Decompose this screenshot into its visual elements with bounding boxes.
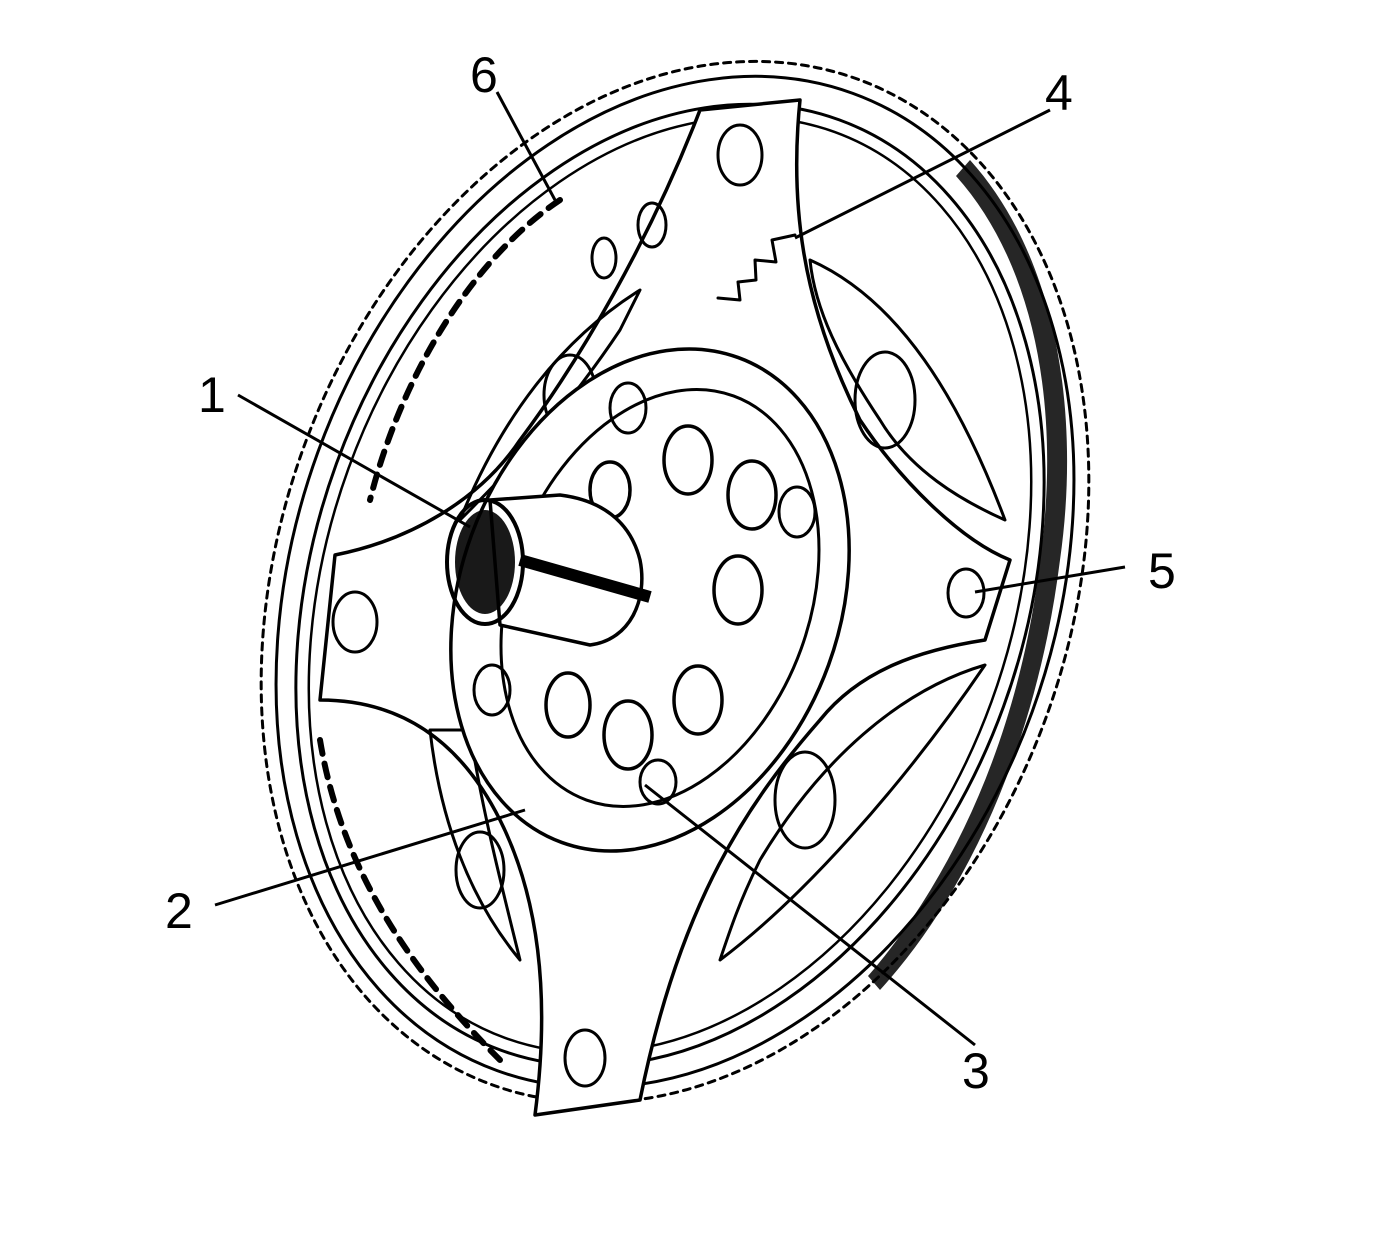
arm-hole-right: [946, 567, 986, 619]
leader-line-6: [495, 91, 557, 201]
callout-labels: 1 2 3 4 5 6: [165, 47, 1176, 1099]
crank-bolts: [544, 424, 778, 771]
callout-6: 6: [470, 47, 498, 103]
pilot-sleeve: [445, 493, 652, 647]
arm-hole-bottom: [563, 1028, 607, 1088]
leader-line-2: [214, 808, 526, 907]
plate-hole-b: [590, 236, 618, 280]
ring-gear-shaded-teeth: [868, 160, 1068, 990]
pilot-sleeve-slot: [518, 554, 652, 603]
weld-line-lower: [317, 737, 503, 1063]
leader-line-1: [237, 393, 471, 529]
arm-hole-top: [716, 123, 764, 187]
hub: [445, 347, 851, 853]
leader-line-4: [794, 108, 1051, 240]
callout-1: 1: [198, 367, 226, 423]
leader-line-3: [644, 783, 976, 1047]
arm-hole-left: [331, 590, 379, 654]
hub-hole-2: [777, 485, 817, 539]
crank-bolt: [662, 424, 714, 496]
cutout-hole-lr: [773, 750, 837, 850]
crank-bolt: [602, 699, 654, 771]
hub-hole-4: [638, 758, 678, 806]
cutout-lower-left: [428, 728, 522, 962]
flexplate: [259, 59, 1091, 1105]
ring-gear-teeth-outer: [259, 59, 1091, 1105]
callout-3: 3: [962, 1043, 990, 1099]
callout-5: 5: [1148, 543, 1176, 599]
cutout-lower-right: [718, 663, 987, 962]
crank-bolt: [726, 459, 778, 531]
hub-hole-1: [608, 381, 648, 435]
plate-hole-a: [636, 201, 668, 249]
cutout-hole-ll: [454, 830, 506, 910]
weld-line: [367, 197, 563, 503]
ring-gear-teeth-base: [274, 74, 1076, 1090]
callout-4: 4: [1045, 65, 1073, 121]
crack-mark-upper: [716, 233, 797, 302]
leader-lines: [214, 91, 1126, 1047]
callout-2: 2: [165, 883, 193, 939]
cutout-hole-ur: [853, 350, 917, 450]
crank-bolt: [544, 671, 592, 739]
leader-line-5: [974, 565, 1126, 594]
cutout-upper-right: [808, 258, 1007, 522]
pilot-sleeve-splines: [455, 510, 515, 614]
crank-bolt: [712, 554, 764, 626]
plate-rim: [294, 102, 1046, 1068]
crank-bolt: [672, 664, 724, 736]
plate-rim-inner: [307, 115, 1033, 1055]
hub-hole-3: [472, 663, 512, 717]
